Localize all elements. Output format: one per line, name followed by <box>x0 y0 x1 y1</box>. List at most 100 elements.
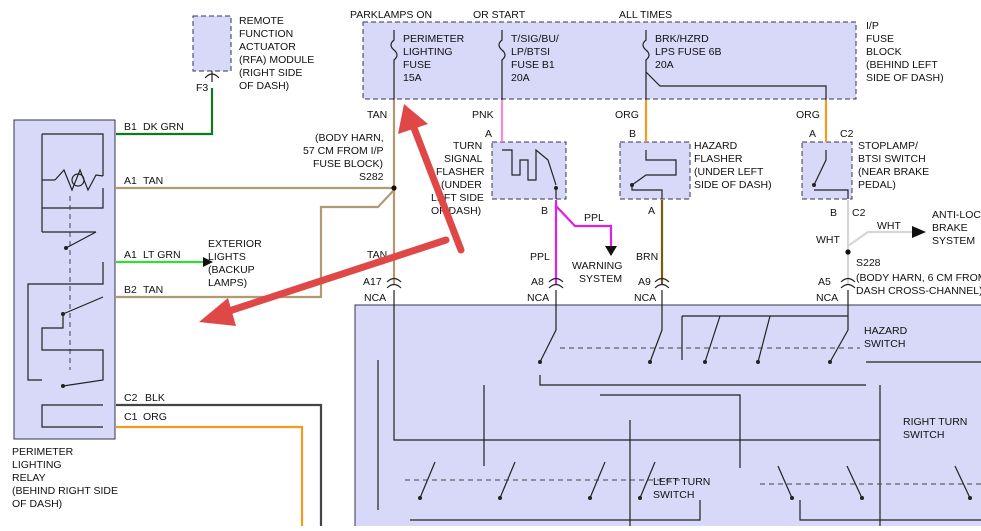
stoplamp-pin-a: A <box>809 128 816 140</box>
connector-a17-symbol <box>386 277 402 289</box>
anti-lock-line2: BRAKE <box>932 222 968 234</box>
warning-arrow-icon <box>605 246 617 256</box>
annotation-arrows <box>199 104 465 326</box>
annotation-arrowhead-left-icon <box>199 298 236 326</box>
turn-signal-flasher <box>491 141 567 200</box>
hazard-flasher-pin-a: A <box>648 205 655 217</box>
fuse2-line4: 20A <box>511 72 530 84</box>
relay-pin-a1-ltgrn: A1 <box>124 249 137 261</box>
fuse3-line3: 20A <box>655 59 674 71</box>
wire-ppl-warning <box>555 205 613 248</box>
relay-label-line5: OF DASH) <box>12 498 62 510</box>
connector-a17-pin: A17 <box>363 276 382 288</box>
relay-internals <box>27 133 104 428</box>
rfa-connector <box>204 73 220 79</box>
anti-lock-line3: SYSTEM <box>932 235 975 247</box>
fuse-block-title-line1: I/P <box>866 20 879 32</box>
stoplamp-pin-c2-top: C2 <box>840 128 854 140</box>
wire-dk-grn <box>116 88 214 136</box>
s282-note-line3: FUSE BLOCK) <box>313 158 383 170</box>
hazard-flasher-internals <box>630 150 677 199</box>
splice-s228-dot <box>845 249 851 255</box>
relay-label-line1: PERIMETER <box>12 446 74 458</box>
relay-wire-blk: BLK <box>145 392 165 404</box>
fuse2-line2: LP/BTSI <box>511 46 550 58</box>
relay-wire-org: ORG <box>143 411 167 423</box>
wire-label-ppl-1: PPL <box>584 212 604 224</box>
wire-label-wht-1: WHT <box>816 234 840 246</box>
turn-flasher-line6: OF DASH) <box>431 205 481 217</box>
s228-note-line1: (BODY HARN, 6 CM FROM <box>856 272 981 284</box>
rfa-module <box>192 15 232 72</box>
stoplamp-line2: BTSI SWITCH <box>858 153 926 165</box>
stoplamp-line3: (NEAR BRAKE <box>858 166 929 178</box>
relay-pin-c1: C1 <box>124 411 138 423</box>
exterior-lights-line1: EXTERIOR <box>208 238 262 250</box>
connector-a9-code: NCA <box>634 292 656 304</box>
hazard-flasher-line3: (UNDER LEFT <box>694 166 764 178</box>
turn-flasher-line4: (UNDER <box>441 179 482 191</box>
exterior-lights-line2: LIGHTS <box>208 251 246 263</box>
perimeter-lighting-relay <box>13 119 116 440</box>
wire-label-ppl-2: PPL <box>530 251 550 263</box>
abs-arrow-icon <box>912 226 926 238</box>
fuse1-line3: FUSE <box>403 59 431 71</box>
wire-blk <box>116 403 323 526</box>
connector-a5-pin: A5 <box>818 276 831 288</box>
fuse3-symbol-icon <box>642 30 650 100</box>
relay-wire-dk-grn: DK GRN <box>143 121 184 133</box>
fuse1-line2: LIGHTING <box>403 46 453 58</box>
relay-label-line2: LIGHTING <box>12 459 62 471</box>
annotation-arrow-left <box>222 236 450 316</box>
fuse3-bus-line <box>645 71 827 100</box>
fuse-block-title-line5: SIDE OF DASH) <box>866 72 944 84</box>
anti-lock-line1: ANTI-LOCK <box>932 209 981 221</box>
fuse2-line1: T/SIG/BU/ <box>511 33 559 45</box>
wire-label-org-1: ORG <box>615 109 639 121</box>
connector-a8-symbol <box>548 277 564 289</box>
connector-a8-pin: A8 <box>531 276 544 288</box>
s228-note-line2: DASH CROSS-CHANNEL) <box>856 285 981 297</box>
fuse1-line4: 15A <box>403 72 422 84</box>
relay-pin-a1-tan: A1 <box>124 175 137 187</box>
rfa-label-line6: OF DASH) <box>239 80 289 92</box>
warning-system-line1: WARNING <box>572 260 622 272</box>
rfa-label-line4: (RFA) MODULE <box>239 54 314 66</box>
stoplamp-internals <box>812 150 849 199</box>
relay-label-line4: (BEHIND RIGHT SIDE <box>12 485 118 497</box>
fuse1-symbol-icon <box>390 30 398 100</box>
relay-pin-b1: B1 <box>124 121 137 133</box>
annotation-arrowhead-up-icon <box>398 104 428 134</box>
connector-a5-symbol <box>840 277 856 289</box>
wire-label-tan-1: TAN <box>367 109 387 121</box>
s282-note-line1: (BODY HARN, <box>315 132 384 144</box>
wire-label-brn: BRN <box>636 251 658 263</box>
hazard-flasher-line1: HAZARD <box>694 140 738 152</box>
fuse2-symbol-icon <box>498 30 506 100</box>
exterior-lights-line3: (BACKUP <box>208 264 255 276</box>
turn-flasher-line3: FLASHER <box>436 166 485 178</box>
fuse3-line2: LPS FUSE 6B <box>655 46 722 58</box>
right-turn-switch-line2: SWITCH <box>903 429 944 441</box>
hazard-flasher-pin-b: B <box>629 128 636 140</box>
turn-flasher-pin-a: A <box>485 128 492 140</box>
stoplamp-pin-c2-bottom: C2 <box>852 207 866 219</box>
header-or-start: OR START <box>473 9 526 21</box>
relay-wire-tan: TAN <box>143 175 163 187</box>
fuse-block-title-line4: (BEHIND LEFT <box>866 59 938 71</box>
hazard-switch-line2: SWITCH <box>864 338 905 350</box>
s282-note-line2: 57 CM FROM I/P <box>303 145 384 157</box>
annotation-arrow-up <box>410 124 465 254</box>
connector-a5-code: NCA <box>816 292 838 304</box>
connector-a9-symbol <box>654 277 670 289</box>
wire-tan-b2 <box>116 189 395 299</box>
relay-wire-tan-b2: TAN <box>143 284 163 296</box>
rfa-label-line2: FUNCTION <box>239 28 293 40</box>
right-turn-switch-line1: RIGHT TURN <box>903 416 967 428</box>
wire-org-c1 <box>116 425 304 526</box>
fuse2-line3: FUSE B1 <box>511 59 555 71</box>
relay-pin-c2: C2 <box>124 392 138 404</box>
turn-hazard-switch-assembly <box>354 304 981 531</box>
